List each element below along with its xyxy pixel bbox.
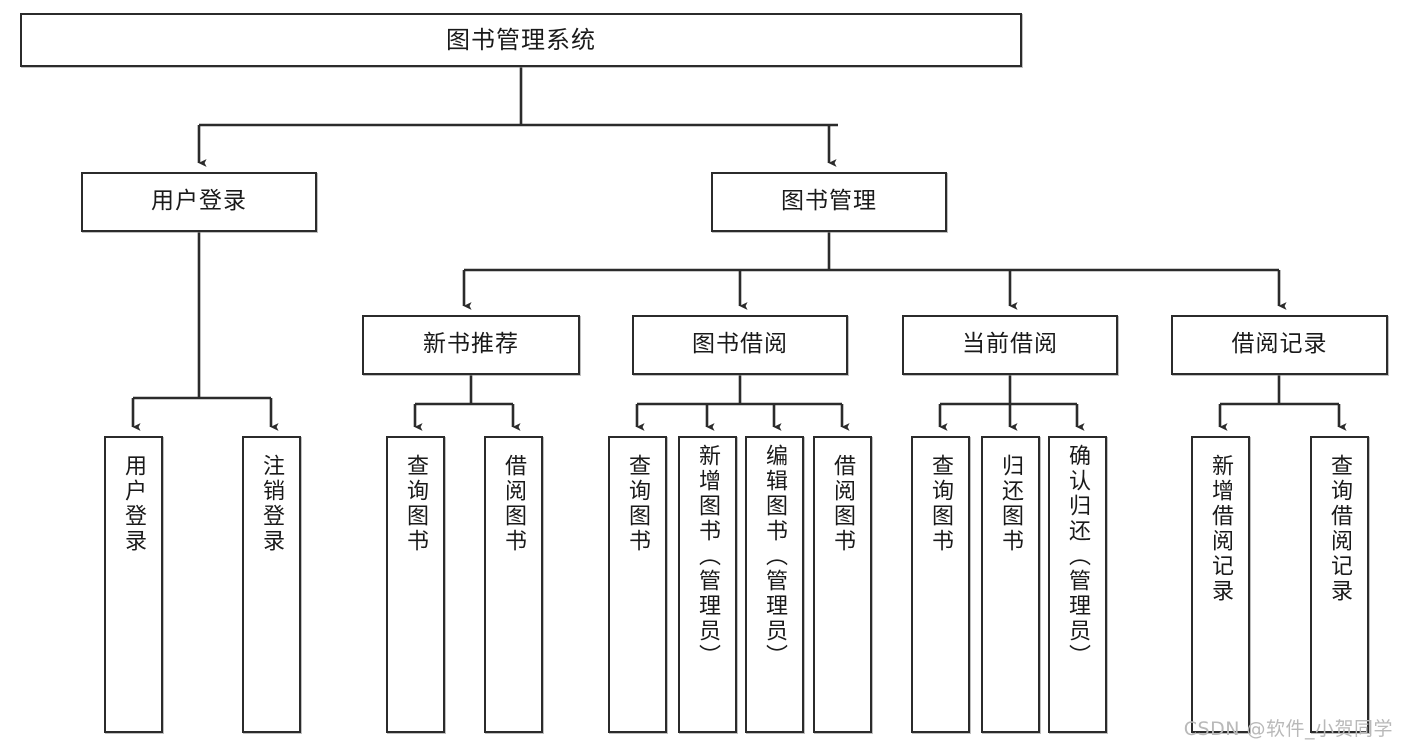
node-label: 借阅图书	[501, 454, 527, 554]
node-label: 新增图书（管理员）	[695, 444, 721, 669]
node-new-book-recommend[interactable]: 新书推荐	[362, 315, 580, 375]
leaf-node[interactable]: 用户登录	[104, 436, 163, 733]
leaf-node[interactable]: 归还图书	[981, 436, 1040, 733]
node-book-borrow[interactable]: 图书借阅	[632, 315, 848, 375]
leaf-node[interactable]: 新增图书（管理员）	[678, 436, 737, 733]
node-label: 用户登录	[121, 454, 147, 554]
watermark: CSDN @软件_小贺同学	[1183, 718, 1393, 740]
node-label: 注销登录	[259, 454, 285, 554]
node-label: 新增借阅记录	[1208, 454, 1234, 604]
node-current-borrow[interactable]: 当前借阅	[902, 315, 1118, 375]
node-label: 图书管理系统	[446, 25, 596, 54]
node-root-system[interactable]: 图书管理系统	[20, 13, 1022, 67]
node-borrow-record[interactable]: 借阅记录	[1171, 315, 1388, 375]
leaf-node[interactable]: 编辑图书（管理员）	[745, 436, 804, 733]
leaf-node[interactable]: 查询借阅记录	[1310, 436, 1369, 733]
node-label: 确认归还（管理员）	[1065, 444, 1091, 669]
leaf-node[interactable]: 查询图书	[608, 436, 667, 733]
node-user-login[interactable]: 用户登录	[81, 172, 317, 232]
leaf-node[interactable]: 查询图书	[386, 436, 445, 733]
leaf-node[interactable]: 新增借阅记录	[1191, 436, 1250, 733]
node-label: 归还图书	[998, 454, 1024, 554]
node-label: 编辑图书（管理员）	[762, 444, 788, 669]
leaf-node[interactable]: 借阅图书	[484, 436, 543, 733]
node-label: 新书推荐	[423, 331, 519, 358]
leaf-node[interactable]: 注销登录	[242, 436, 301, 733]
leaf-node[interactable]: 确认归还（管理员）	[1048, 436, 1107, 733]
node-label: 借阅记录	[1231, 331, 1328, 358]
node-label: 查询图书	[928, 454, 954, 554]
node-label: 图书借阅	[692, 331, 788, 358]
node-label: 查询图书	[403, 454, 429, 554]
node-label: 查询图书	[625, 454, 651, 554]
node-label: 用户登录	[151, 188, 247, 215]
leaf-node[interactable]: 借阅图书	[813, 436, 872, 733]
node-label: 当前借阅	[962, 331, 1058, 358]
leaf-node[interactable]: 查询图书	[911, 436, 970, 733]
node-label: 图书管理	[781, 188, 877, 215]
node-book-management[interactable]: 图书管理	[711, 172, 947, 232]
node-label: 查询借阅记录	[1327, 454, 1353, 604]
node-label: 借阅图书	[830, 454, 856, 554]
